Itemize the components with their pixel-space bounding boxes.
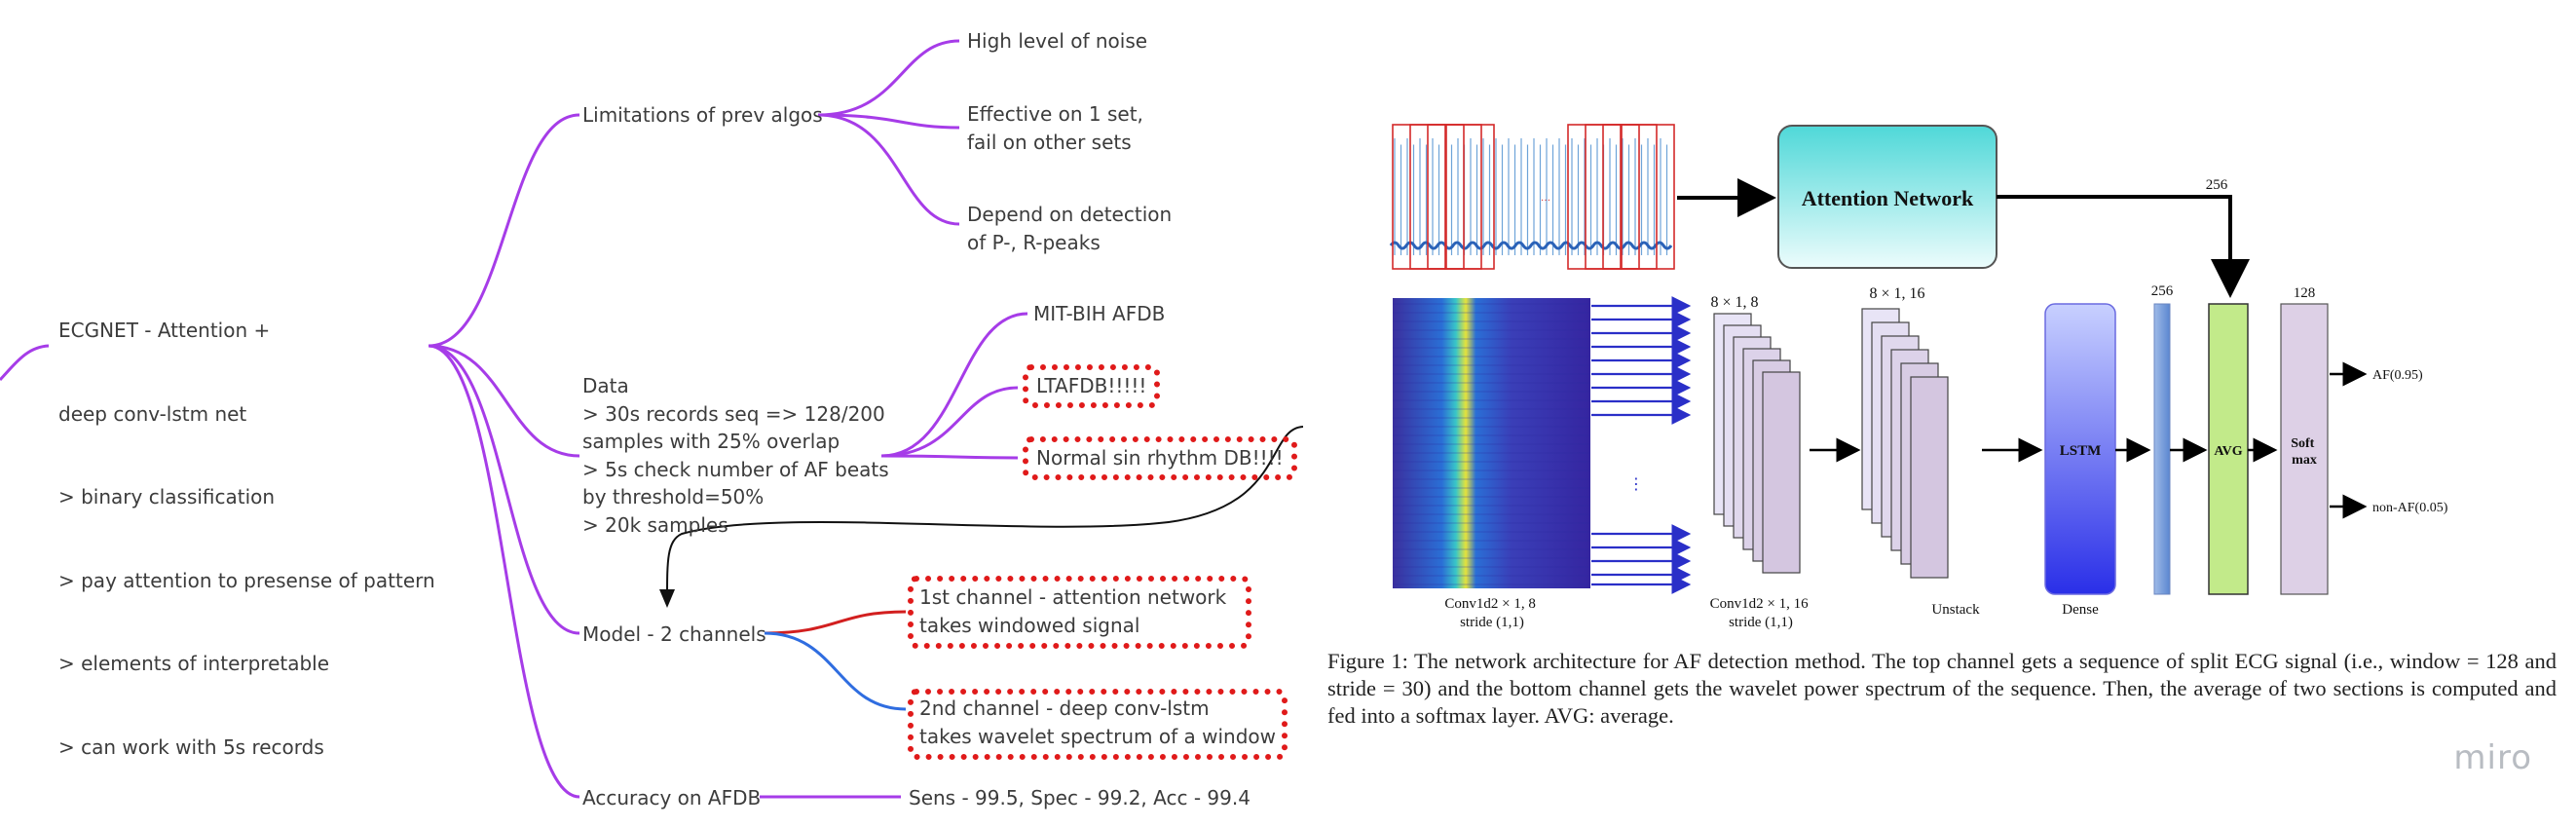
connector-data-ltafdb — [880, 386, 1019, 458]
figure-to-model-arrowhead — [659, 589, 675, 608]
branch-model[interactable]: Model - 2 channels — [582, 622, 766, 646]
miro-watermark: miro — [2453, 738, 2532, 777]
branch-data[interactable]: Data > 30s records seq => 128/200 sample… — [582, 374, 889, 537]
dense-block — [2153, 303, 2171, 595]
unstack-caption: Unstack — [1931, 602, 1980, 618]
connector-root-limitations — [428, 113, 580, 348]
label-256-top: 256 — [2206, 177, 2228, 193]
connector-root-data — [428, 344, 580, 458]
avg-label: AVG — [2214, 444, 2242, 459]
conv2-dim-label: 8 × 1, 16 — [1869, 285, 1924, 302]
connector-limitations-peaks — [817, 113, 960, 226]
dense-dim-label: 256 — [2151, 283, 2174, 299]
connector-data-mitbih — [880, 312, 1028, 458]
leaf-channel-1[interactable]: 1st channel - attention network takes wi… — [908, 576, 1252, 649]
connector-root-model — [428, 344, 580, 635]
root-line-4: > pay attention to presense of pattern — [58, 568, 435, 592]
dense-caption: Dense — [2062, 602, 2099, 618]
spectrogram-caption-line-1: Conv1d2 × 1, 8 — [1444, 596, 1535, 612]
root-line-1: ECGNET - Attention + — [58, 319, 271, 342]
connector-limitations-noise — [817, 39, 960, 117]
softmax-label-line-2: max — [2292, 453, 2317, 468]
connector-model-channel2 — [764, 631, 907, 711]
root-node[interactable]: ECGNET - Attention + deep conv-lstm net … — [58, 261, 435, 789]
output-nonaf-label: non-AF(0.05) — [2372, 501, 2448, 515]
leaf-mitbih-afdb[interactable]: MIT-BIH AFDB — [1033, 302, 1166, 325]
leaf-effective-one-set[interactable]: Effective on 1 set, fail on other sets — [967, 102, 1143, 154]
feature-map-sheet — [1762, 371, 1801, 574]
wavelet-spectrogram — [1393, 298, 1590, 588]
leaf-normal-sinus-db[interactable]: Normal sin rhythm DB!!!! — [1023, 436, 1297, 480]
connector-data-normal — [880, 454, 1019, 460]
branch-limitations[interactable]: Limitations of prev algos — [582, 103, 823, 127]
conv1-dim-label: 8 × 1, 8 — [1710, 294, 1758, 311]
conv-stack-2 — [1861, 308, 1949, 579]
figure-to-model-arrow — [666, 426, 1304, 600]
conv-caption-line-2: stride (1,1) — [1729, 615, 1793, 630]
conv-caption-line-1: Conv1d2 × 1, 16 — [1710, 596, 1809, 612]
feature-map-sheet — [1910, 376, 1949, 579]
softmax-label: Soft max — [2291, 436, 2318, 468]
figure-caption: Figure 1: The network architecture for A… — [1327, 649, 2557, 728]
softmax-label-line-1: Soft — [2291, 436, 2314, 451]
spectrogram-caption-line-2: stride (1,1) — [1460, 615, 1524, 630]
leaf-channel-2[interactable]: 2nd channel - deep conv-lstm takes wavel… — [908, 689, 1288, 760]
connector-limitations-effective — [817, 113, 960, 130]
attention-network-label: Attention Network — [1802, 186, 1974, 210]
output-af-label: AF(0.95) — [2372, 368, 2423, 383]
ecg-baseline — [1389, 241, 1673, 250]
root-line-2: deep conv-lstm net — [58, 401, 247, 426]
svg-text:…: … — [1541, 193, 1550, 204]
conv-caption: Conv1d2 × 1, 16 stride (1,1) — [1710, 596, 1812, 630]
leaf-accuracy-result[interactable]: Sens - 99.5, Spec - 99.2, Acc - 99.4 — [909, 786, 1251, 809]
softmax-dim-label: 128 — [2294, 285, 2316, 301]
vertical-ellipsis: ⋮ — [1628, 474, 1644, 493]
lstm-label: LSTM — [2060, 443, 2102, 459]
spectrogram-caption: Conv1d2 × 1, 8 stride (1,1) — [1444, 596, 1539, 630]
leaf-peak-detection[interactable]: Depend on detection of P-, R-peaks — [967, 203, 1173, 254]
root-line-3: > binary classification — [58, 485, 276, 508]
root-incoming-connector — [0, 344, 50, 382]
softmax-block — [2280, 303, 2329, 595]
leaf-ltafdb[interactable]: LTAFDB!!!!! — [1023, 364, 1161, 408]
connector-root-accuracy — [428, 344, 580, 799]
connector-model-channel1 — [764, 610, 907, 635]
branch-accuracy[interactable]: Accuracy on AFDB — [582, 786, 762, 809]
conv-stack-1 — [1713, 313, 1801, 574]
root-line-6: > can work with 5s records — [58, 734, 324, 759]
leaf-high-noise[interactable]: High level of noise — [967, 29, 1148, 53]
root-line-5: > elements of interpretable — [58, 652, 330, 675]
ecg-signal-panel: … — [1389, 124, 1675, 270]
